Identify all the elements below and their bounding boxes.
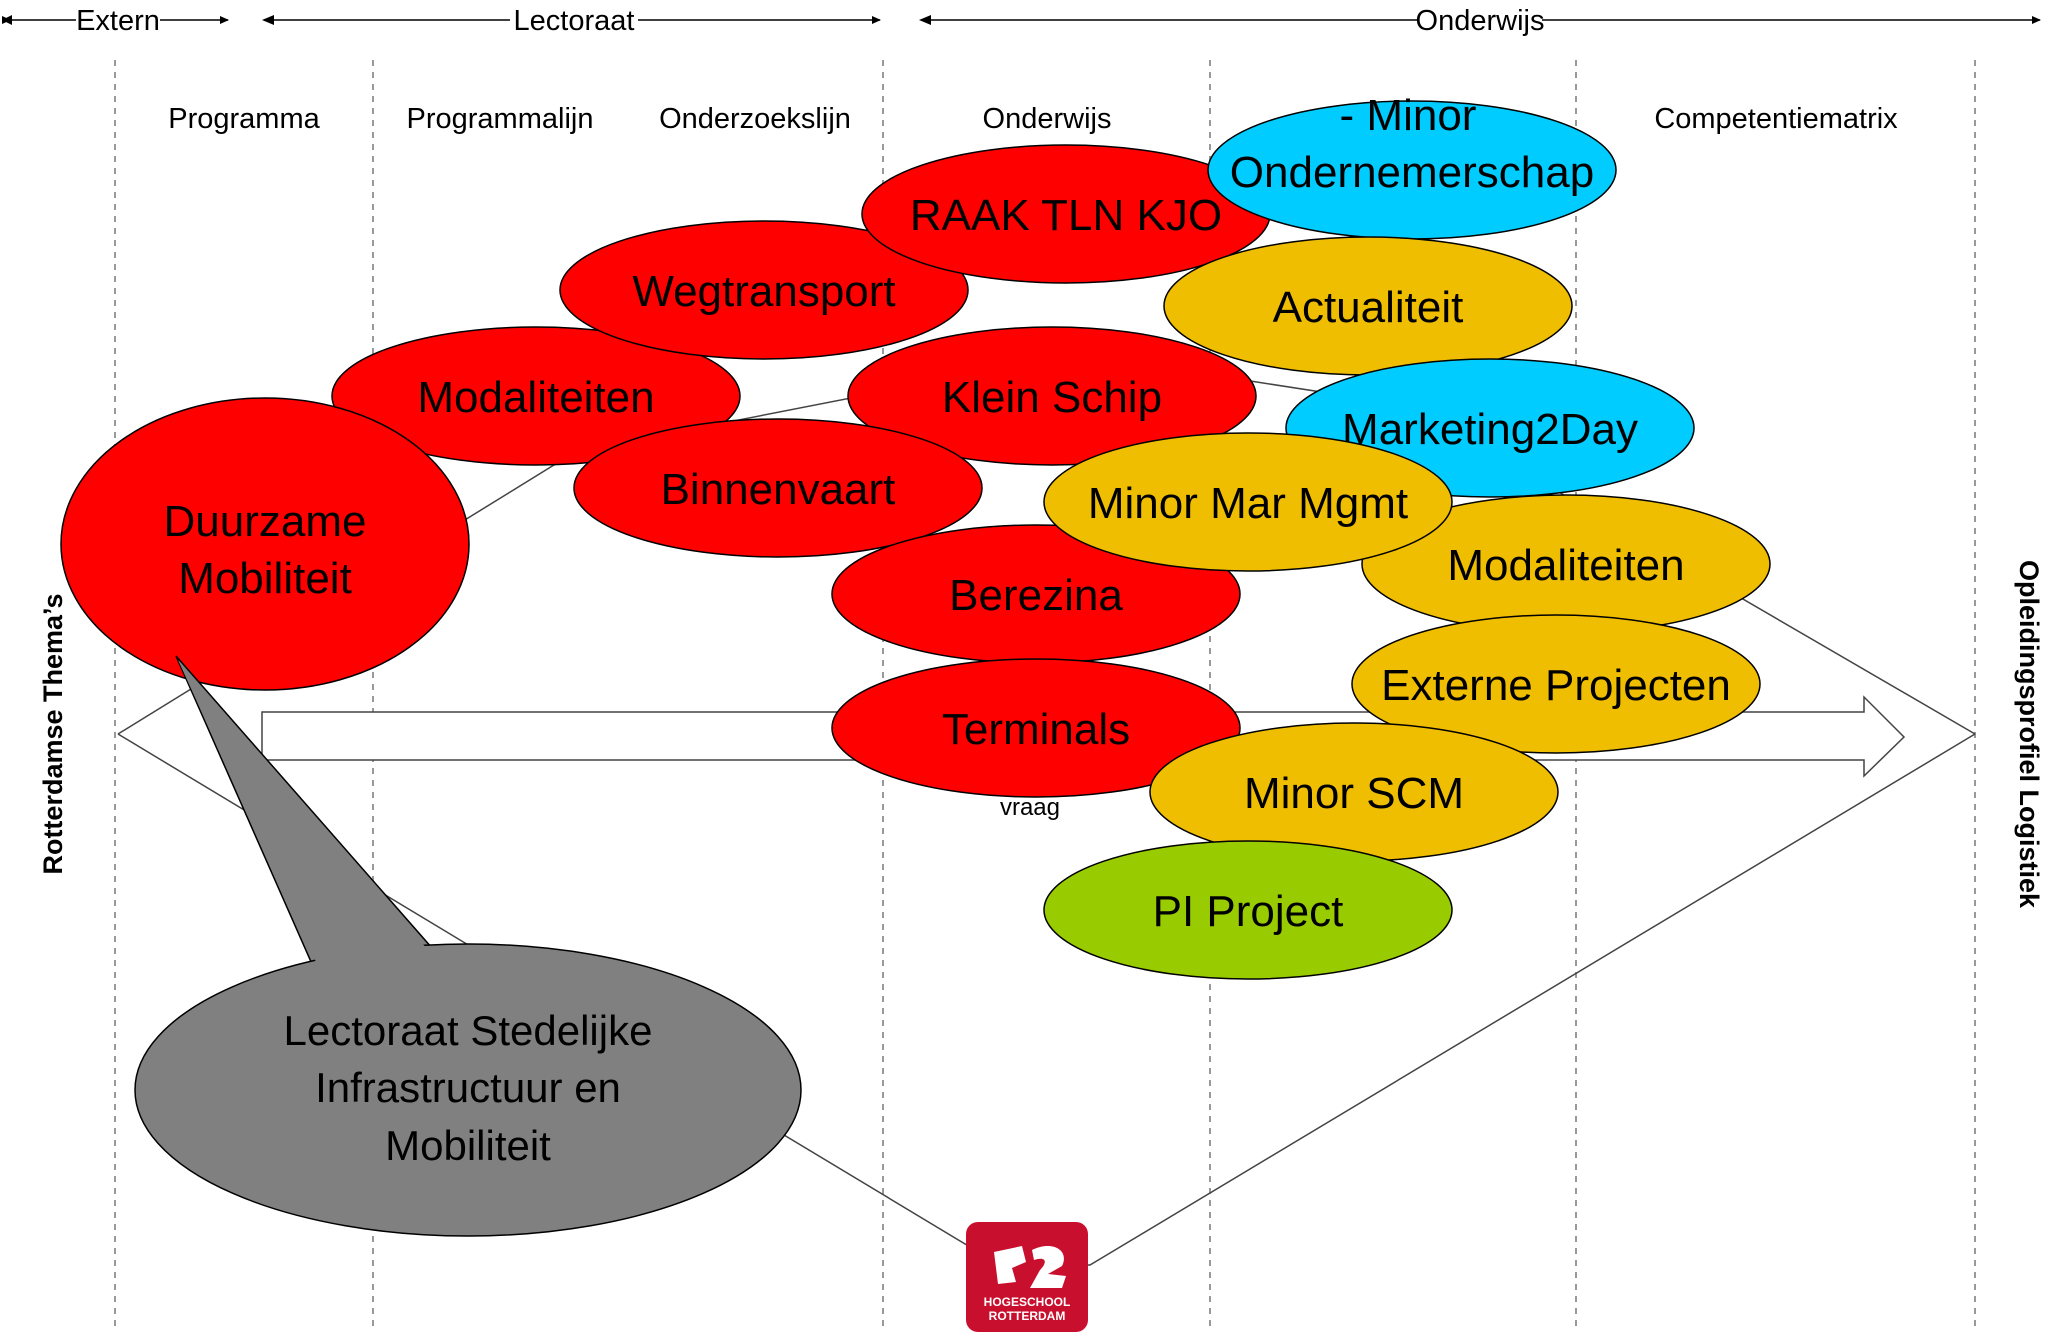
column-onderwijs: Onderwijs	[983, 103, 1112, 135]
column-onderzoekslijn: Onderzoekslijn	[659, 103, 851, 135]
svg-text:Klein Schip: Klein Schip	[942, 373, 1162, 422]
svg-text:Berezina: Berezina	[949, 571, 1123, 620]
svg-text:Duurzame: Duurzame	[164, 497, 367, 546]
svg-text:Wegtransport: Wegtransport	[632, 267, 895, 316]
column-programma: Programma	[168, 103, 320, 135]
node-modaliteiten-orange: Modaliteiten	[1361, 494, 1771, 634]
header-range-onderwijs: Onderwijs	[919, 5, 2041, 37]
node-externe-projecten: Externe Projecten	[1351, 614, 1761, 754]
header-extern: Extern	[76, 5, 160, 37]
node-wegtransport: Wegtransport	[559, 220, 969, 360]
svg-text:HOGESCHOOL: HOGESCHOOL	[984, 1295, 1071, 1309]
svg-text:Modaliteiten: Modaliteiten	[1447, 541, 1684, 590]
svg-text:Ondernemerschap: Ondernemerschap	[1230, 148, 1594, 197]
svg-text:Infrastructuur en: Infrastructuur en	[315, 1064, 621, 1111]
hogeschool-rotterdam-logo: HOGESCHOOL ROTTERDAM	[966, 1222, 1088, 1332]
side-label-left: Rotterdamse Thema’s	[38, 593, 68, 874]
header-lectoraat: Lectoraat	[514, 5, 635, 37]
svg-text:Minor SCM: Minor SCM	[1244, 769, 1464, 818]
svg-text:RAAK TLN KJO: RAAK TLN KJO	[910, 191, 1222, 240]
svg-text:- Minor: - Minor	[1340, 91, 1477, 140]
svg-text:Binnenvaart: Binnenvaart	[661, 465, 896, 514]
svg-text:Actualiteit: Actualiteit	[1273, 283, 1464, 332]
vraag-label: vraag	[1000, 794, 1060, 821]
svg-text:Externe Projecten: Externe Projecten	[1381, 661, 1731, 710]
svg-text:Lectoraat Stedelijke: Lectoraat Stedelijke	[284, 1007, 653, 1054]
svg-text:Modaliteiten: Modaliteiten	[417, 373, 654, 422]
header-onderwijs: Onderwijs	[1416, 5, 1545, 37]
svg-text:PI Project: PI Project	[1153, 887, 1344, 936]
node-pi-project: PI Project	[1043, 840, 1453, 980]
header-range-extern: Extern	[2, 5, 229, 37]
node-minor-ondernemerschap: - Minor Ondernemerschap	[1207, 91, 1617, 240]
svg-text:Marketing2Day: Marketing2Day	[1342, 405, 1638, 454]
node-minor-scm: Minor SCM	[1149, 722, 1559, 862]
node-terminals: Terminals	[831, 658, 1241, 798]
svg-text:Mobiliteit: Mobiliteit	[178, 554, 352, 603]
side-label-right: Opleidingsprofiel Logistiek	[2014, 560, 2044, 909]
node-klein-schip: Klein Schip	[847, 326, 1257, 466]
node-minor-mar-mgmt: Minor Mar Mgmt	[1043, 432, 1453, 572]
svg-text:Terminals: Terminals	[942, 705, 1130, 754]
node-modaliteiten-red: Modaliteiten	[331, 326, 741, 466]
node-duurzame-mobiliteit: Duurzame Mobiliteit	[60, 397, 470, 691]
callout-lectoraat: Lectoraat Stedelijke Infrastructuur en M…	[134, 655, 802, 1237]
column-programmalijn: Programmalijn	[407, 103, 594, 135]
column-competentiematrix: Competentiematrix	[1654, 103, 1898, 135]
header-range-lectoraat: Lectoraat	[262, 5, 881, 37]
node-raak: RAAK TLN KJO	[861, 144, 1271, 284]
node-binnenvaart: Binnenvaart	[573, 418, 983, 558]
svg-text:Minor Mar Mgmt: Minor Mar Mgmt	[1088, 479, 1408, 528]
svg-text:ROTTERDAM: ROTTERDAM	[989, 1309, 1066, 1323]
node-actualiteit: Actualiteit	[1163, 236, 1573, 376]
svg-text:Mobiliteit: Mobiliteit	[385, 1122, 551, 1169]
